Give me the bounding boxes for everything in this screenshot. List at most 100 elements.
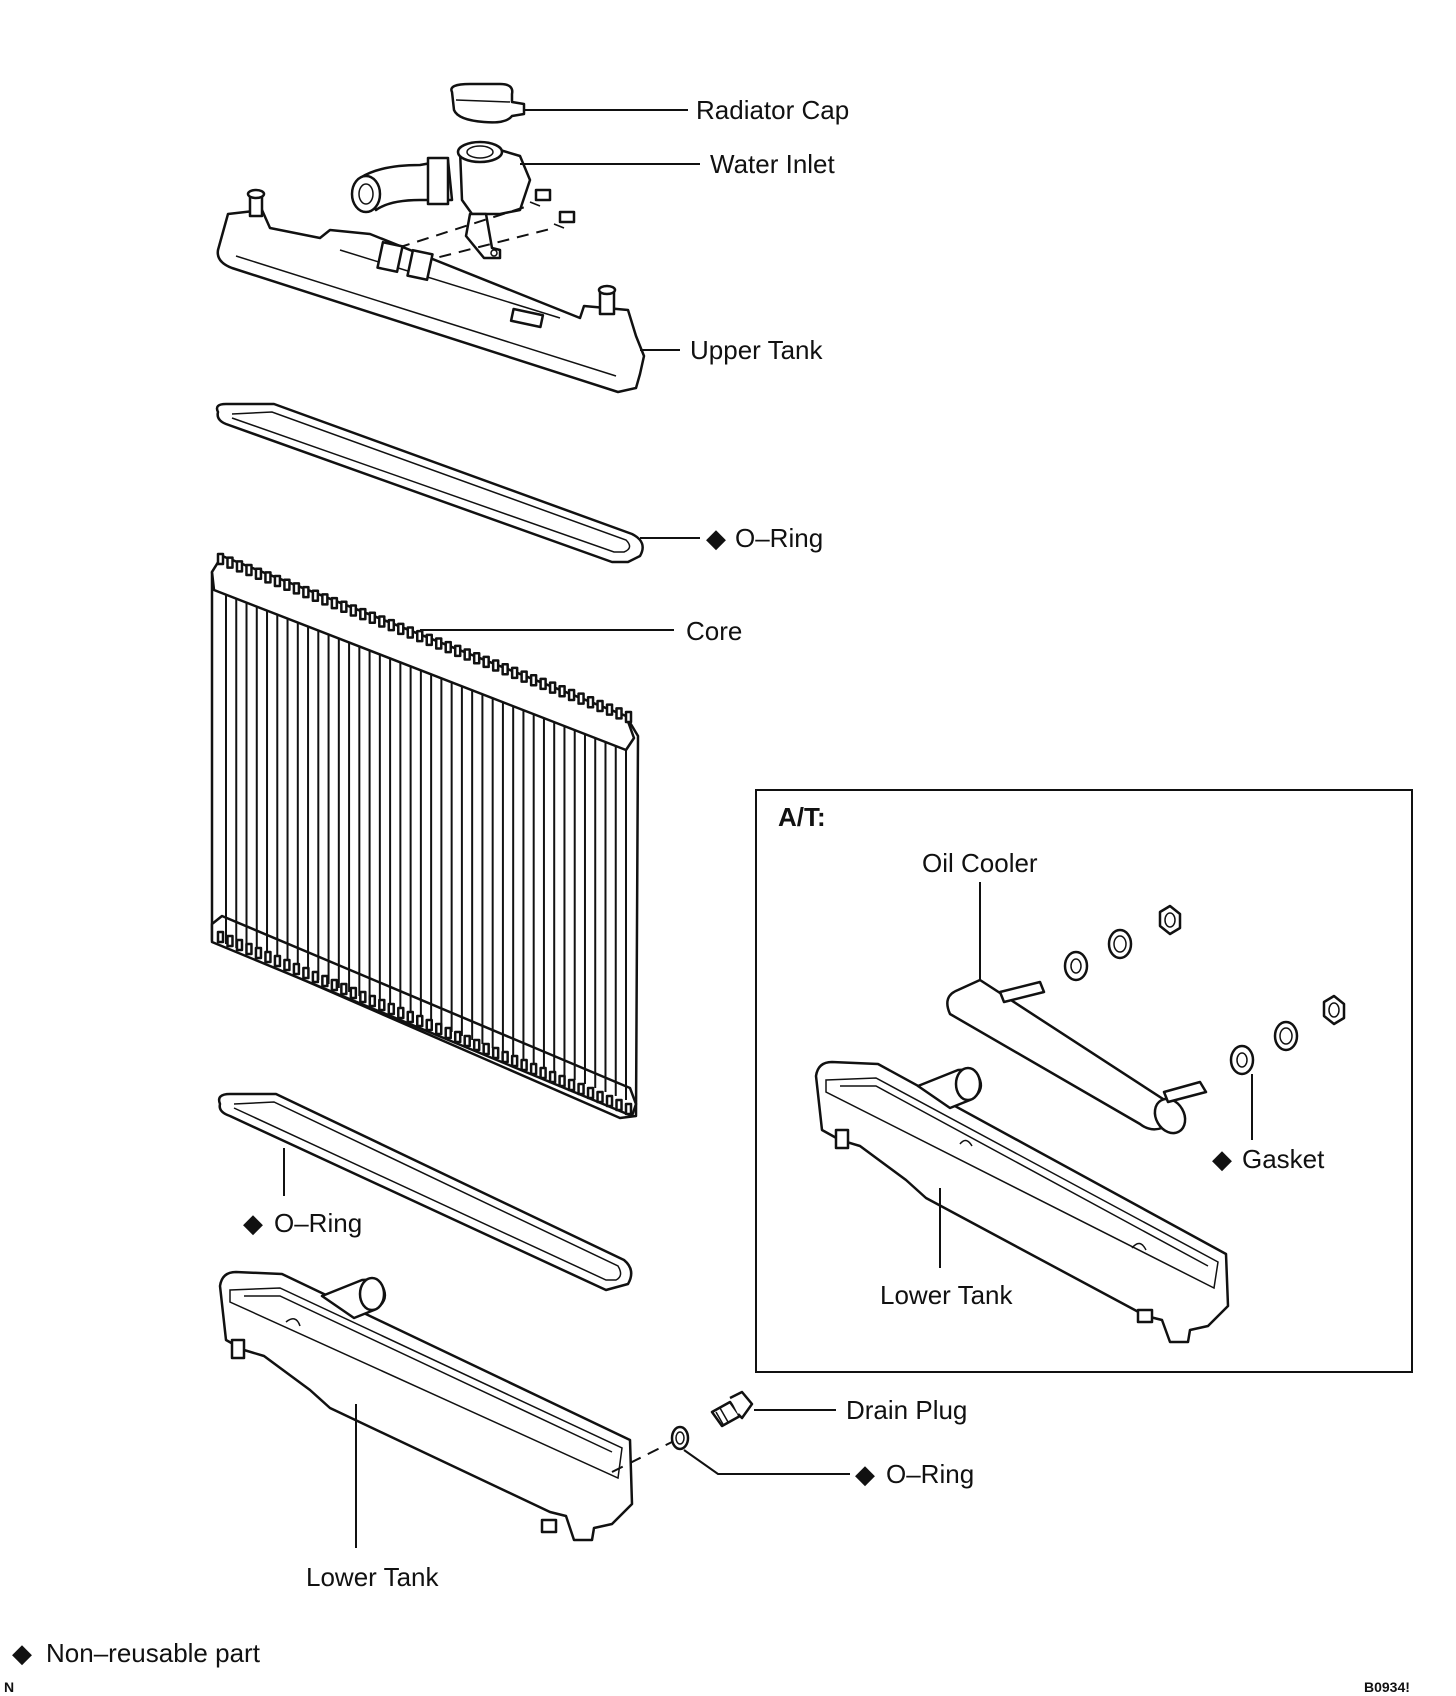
core-bottom-tooth	[397, 1006, 405, 1020]
lower-tank-label: Lower Tank	[306, 1562, 439, 1592]
drain-o-ring-leader	[683, 1449, 850, 1475]
core-top-tooth	[539, 677, 547, 691]
oil-cooler-washer-2	[1107, 928, 1133, 960]
core-top-tooth	[529, 674, 538, 687]
core-top-tooth	[226, 556, 234, 569]
radiator-cap-part	[450, 82, 526, 124]
at-inset-title: A/T:	[778, 802, 826, 832]
core-bottom-tooth	[615, 1098, 623, 1112]
core-top-tooth	[567, 688, 576, 702]
inlet-bolt-2	[553, 210, 576, 229]
upper-tank-part	[216, 188, 646, 394]
core-top-tooth	[283, 578, 291, 591]
core-top-tooth	[340, 600, 348, 614]
core-top-tooth	[596, 699, 604, 713]
core-top-tooth	[416, 629, 424, 643]
core-top-tooth	[615, 707, 623, 720]
drain-o-ring-label: O–Ring	[886, 1459, 974, 1489]
lower-o-ring-symbol: ◆	[243, 1208, 263, 1238]
core-bottom-tooth	[406, 1010, 415, 1024]
core-bottom-tooth	[472, 1038, 481, 1052]
lower-o-ring-label: O–Ring	[274, 1208, 362, 1238]
core-bottom-tooth	[359, 990, 367, 1004]
core-bottom-tooth	[577, 1082, 585, 1096]
core-bottom-tooth	[425, 1018, 433, 1032]
gasket-label: Gasket	[1242, 1144, 1325, 1174]
core-bottom-tooth	[321, 974, 329, 988]
core-bottom-teeth	[216, 930, 633, 1116]
core-top-tooth	[235, 560, 244, 573]
core-top-tooth	[245, 563, 253, 577]
core-top-teeth	[216, 552, 633, 724]
core-bottom-tooth	[510, 1054, 519, 1068]
core-bottom-tooth	[378, 998, 386, 1012]
core-top-tooth	[605, 703, 614, 716]
core-bottom-tooth	[624, 1102, 633, 1116]
core-bottom-tooth	[558, 1074, 566, 1088]
core-bottom-tooth	[491, 1046, 500, 1060]
core-top-tooth	[463, 648, 471, 661]
core-bottom-tooth	[254, 946, 263, 960]
legend-symbol: ◆	[12, 1638, 32, 1668]
core-bottom-tooth	[292, 962, 301, 976]
core-bottom-tooth	[453, 1030, 462, 1044]
core-top-tooth	[491, 659, 500, 672]
oil-cooler-nut-1	[1158, 904, 1182, 936]
core-bottom-tooth	[586, 1086, 595, 1100]
core-top-tooth	[453, 644, 462, 658]
core-bottom-tooth	[444, 1026, 452, 1040]
core-bottom-tooth	[264, 950, 272, 964]
core-bottom-tooth	[416, 1014, 424, 1028]
water-inlet-part	[350, 140, 532, 260]
figure-code: B0934!	[1364, 1679, 1410, 1695]
core-top-tooth	[548, 681, 557, 694]
water-inlet-label: Water Inlet	[710, 149, 836, 179]
core-top-tooth	[216, 552, 225, 566]
core-top-tooth	[311, 589, 320, 602]
oil-cooler-label: Oil Cooler	[922, 848, 1038, 878]
core-bottom-tooth	[235, 938, 244, 952]
core-top-tooth	[434, 637, 443, 650]
radiator-cap-label: Radiator Cap	[696, 95, 849, 125]
core-bottom-tooth	[283, 958, 291, 972]
core-bottom-tooth	[501, 1050, 509, 1064]
core-bottom-tooth	[368, 994, 377, 1008]
core-top-tooth	[397, 622, 405, 636]
core-bottom-tooth	[302, 966, 310, 980]
oil-cooler-washer-3	[1273, 1020, 1299, 1052]
drain-o-ring-symbol: ◆	[855, 1459, 875, 1489]
inlet-bolt-1	[529, 188, 552, 207]
legend-text: Non–reusable part	[46, 1638, 261, 1668]
core-top-tooth	[510, 666, 519, 680]
core-top-tooth	[501, 662, 509, 676]
corner-mark: N	[4, 1679, 14, 1695]
core-top-tooth	[330, 596, 339, 610]
core-bottom-tooth	[245, 942, 253, 956]
core-bottom-tooth	[520, 1058, 528, 1072]
core-fins	[225, 594, 627, 1100]
core-label: Core	[686, 616, 742, 646]
core-bottom-tooth	[216, 930, 225, 944]
oil-cooler-part	[946, 978, 1208, 1135]
upper-o-ring-symbol: ◆	[706, 523, 726, 553]
core-top-tooth	[387, 618, 396, 632]
core-top-tooth	[264, 571, 272, 584]
core-top-tooth	[482, 655, 490, 669]
lower-o-ring-part	[217, 1092, 633, 1292]
core-top-tooth	[273, 574, 282, 588]
core-top-tooth	[472, 651, 481, 665]
oil-cooler-washer-1	[1063, 950, 1089, 982]
core-bottom-tooth	[387, 1002, 396, 1016]
core-bottom-tooth	[340, 982, 348, 996]
core-top-tooth	[359, 607, 367, 621]
core-top-tooth	[577, 692, 585, 705]
core-bottom-tooth	[311, 970, 320, 984]
gasket-symbol: ◆	[1212, 1144, 1232, 1174]
upper-tank-label: Upper Tank	[690, 335, 823, 365]
core-top-tooth	[292, 582, 301, 595]
core-top-tooth	[624, 710, 633, 724]
drain-o-ring-part	[670, 1425, 690, 1451]
core-top-tooth	[302, 585, 310, 599]
at-lower-tank-part	[814, 1060, 1230, 1344]
